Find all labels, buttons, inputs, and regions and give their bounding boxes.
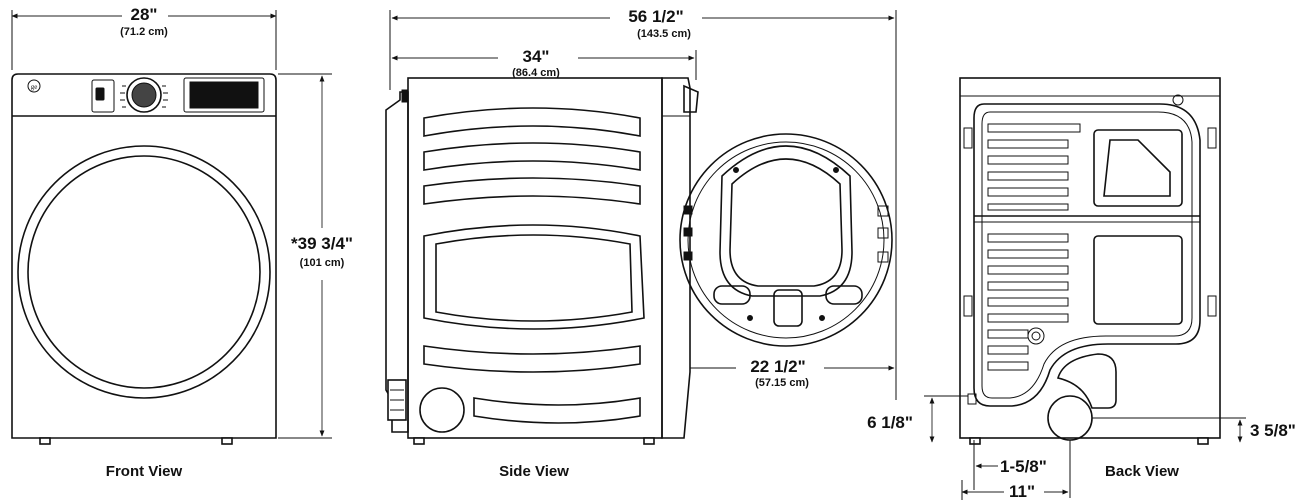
door-outer-ring bbox=[679, 133, 893, 347]
front-foot-right bbox=[221, 437, 233, 445]
vent-height-left: 6 1/8" bbox=[867, 413, 913, 432]
front-view-caption: Front View bbox=[106, 463, 183, 480]
door-window-outer bbox=[719, 145, 853, 297]
back-upper-plate bbox=[1093, 129, 1183, 207]
vent-height-right: 3 5/8" bbox=[1250, 421, 1296, 440]
side-vent-circle bbox=[419, 387, 465, 433]
svg-text:ge: ge bbox=[31, 83, 38, 91]
side-rib-2 bbox=[423, 142, 641, 171]
ge-logo-icon bbox=[27, 79, 41, 93]
side-total-depth-inches: 56 1/2" bbox=[628, 7, 683, 26]
side-rib-3 bbox=[423, 177, 641, 205]
power-button-icon bbox=[95, 87, 105, 101]
back-vent-slots-upper bbox=[987, 123, 1081, 211]
side-total-depth-cm: (143.5 cm) bbox=[637, 28, 691, 40]
door-depth-inches: 22 1/2" bbox=[750, 357, 805, 376]
side-rib-4 bbox=[423, 345, 641, 373]
exhaust-vent bbox=[1047, 395, 1093, 441]
front-door-inner bbox=[27, 155, 261, 389]
door-handle bbox=[773, 289, 803, 327]
side-depth-cm: (86.4 cm) bbox=[512, 67, 560, 79]
front-height-inches: *39 3/4" bbox=[291, 234, 353, 253]
side-view-caption: Side View bbox=[499, 463, 569, 480]
control-knob bbox=[120, 77, 168, 113]
side-view: 56 1/2" (143.5 cm) 34" (86.4 cm) bbox=[385, 6, 897, 480]
door-window-inner bbox=[729, 158, 843, 287]
front-width-cm: (71.2 cm) bbox=[120, 26, 168, 38]
front-view: 28" (71.2 cm) ge bbox=[11, 5, 358, 480]
side-depth-inches: 34" bbox=[523, 47, 550, 66]
side-front-profile bbox=[661, 77, 691, 439]
back-panel bbox=[973, 103, 1201, 407]
back-view-caption: Back View bbox=[1105, 463, 1179, 480]
back-cabinet bbox=[959, 77, 1221, 439]
front-width-inches: 28" bbox=[131, 5, 158, 24]
side-rib-5 bbox=[473, 397, 641, 424]
front-cabinet bbox=[11, 73, 277, 439]
door-depth-cm: (57.15 cm) bbox=[755, 377, 809, 389]
display-panel bbox=[189, 81, 259, 109]
side-rib-1 bbox=[423, 107, 641, 137]
side-center-panel bbox=[423, 224, 645, 330]
open-door bbox=[679, 133, 893, 347]
vent-offset-large: 11" bbox=[1009, 482, 1035, 501]
front-door-outer bbox=[17, 145, 271, 399]
back-lower-plate bbox=[1093, 235, 1183, 325]
front-height-cm: (101 cm) bbox=[300, 257, 345, 269]
back-cord-recess bbox=[1056, 353, 1117, 409]
back-view: 6 1/8" 3 5/8" 1-5/8" 11" Back View bbox=[867, 77, 1296, 501]
back-vent-slots-lower bbox=[987, 233, 1069, 371]
front-foot-left bbox=[39, 437, 51, 445]
vent-offset-small: 1-5/8" bbox=[1000, 457, 1047, 476]
